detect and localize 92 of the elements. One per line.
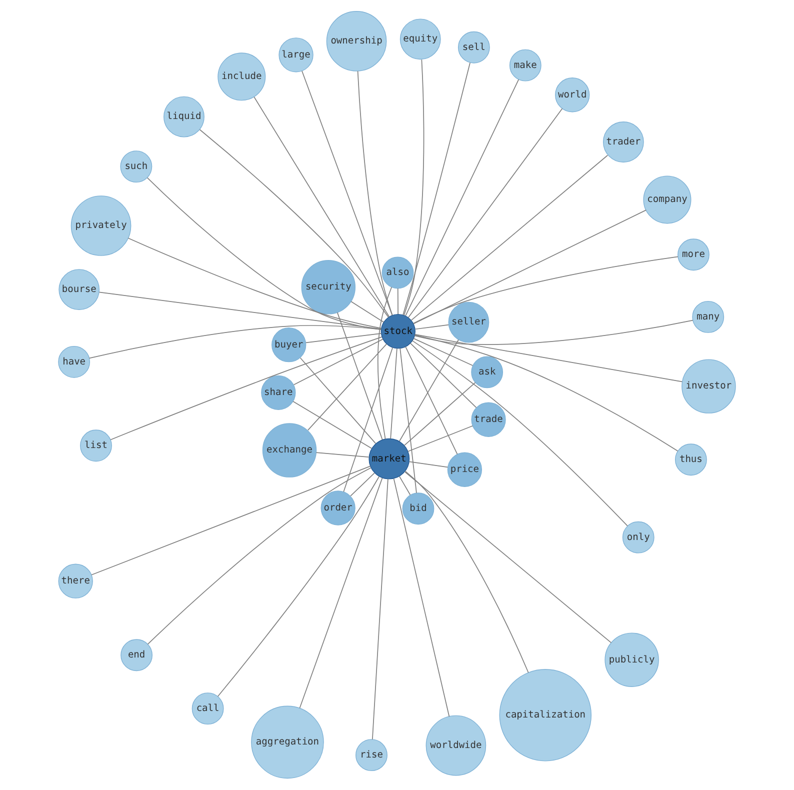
node-circle: market — [368, 438, 410, 480]
node-circle: ask — [471, 356, 504, 388]
node-circle: stock — [380, 314, 416, 349]
node-circle: seller — [448, 302, 490, 343]
node-circle: end — [120, 639, 152, 672]
connector — [414, 324, 449, 330]
connector — [110, 336, 382, 440]
connector — [400, 348, 417, 494]
node-circle: such — [120, 150, 152, 183]
node-circle: security — [301, 260, 356, 314]
connector — [378, 286, 392, 440]
connector — [293, 338, 384, 386]
node-circle: have — [58, 346, 90, 378]
node-circle: investor — [682, 359, 736, 414]
node-circle: equity — [400, 18, 441, 60]
node-circle: many — [692, 301, 724, 333]
node-circle: make — [509, 49, 542, 82]
connector — [305, 332, 382, 344]
node-circle: price — [447, 452, 482, 487]
connector — [336, 312, 383, 440]
connector — [414, 334, 678, 452]
node-circle: world — [555, 78, 590, 112]
connector — [408, 461, 448, 468]
node-circle: only — [622, 521, 654, 554]
node-circle: bid — [402, 492, 434, 525]
node-circle: sell — [458, 31, 490, 64]
node-circle: also — [382, 256, 414, 289]
node-circle: order — [320, 490, 356, 526]
connector — [404, 470, 529, 674]
connector — [393, 478, 450, 718]
node-circle: worldwide — [426, 715, 486, 776]
node-circle: buyer — [272, 328, 306, 362]
node-circle: company — [643, 176, 692, 224]
connector — [372, 478, 388, 740]
connector — [217, 476, 380, 697]
connector — [408, 108, 563, 318]
connector — [146, 177, 382, 330]
connector — [350, 301, 384, 323]
connector — [397, 288, 398, 314]
node-circle: ownership — [326, 11, 387, 72]
connector — [412, 340, 628, 526]
connector — [402, 62, 470, 316]
node-circle: call — [192, 692, 224, 725]
connector — [408, 425, 474, 452]
connector — [414, 320, 694, 345]
node-circle: liquid — [164, 96, 204, 138]
connector — [404, 382, 476, 446]
node-circle: trade — [471, 402, 506, 437]
node-circle: include — [218, 52, 266, 101]
connector — [88, 325, 382, 359]
connector — [199, 129, 389, 318]
connector — [404, 472, 612, 644]
connector — [412, 256, 678, 324]
connector — [405, 346, 458, 455]
connector — [390, 348, 398, 440]
node-circle: publicly — [604, 632, 659, 687]
node-circle: trader — [602, 122, 644, 162]
node-circle: aggregation — [251, 706, 324, 779]
node-circle: rise — [356, 739, 388, 772]
connector — [357, 70, 393, 316]
connector — [300, 357, 376, 444]
connector — [91, 466, 371, 576]
connector — [350, 472, 375, 496]
connector — [412, 210, 646, 324]
connector — [316, 452, 370, 458]
connector — [254, 96, 390, 317]
node-circle: bourse — [58, 269, 100, 310]
connector — [399, 476, 411, 496]
connector — [98, 292, 382, 330]
connector — [307, 344, 387, 431]
node-circle: privately — [70, 196, 132, 256]
connector — [404, 59, 424, 316]
connector — [299, 478, 383, 708]
node-circle: capitalization — [499, 669, 592, 762]
connector — [292, 400, 372, 449]
connector — [413, 338, 474, 366]
connector — [405, 79, 520, 316]
connector — [343, 347, 394, 492]
connector — [128, 238, 382, 329]
connector — [410, 342, 477, 408]
node-circle: large — [278, 38, 314, 72]
connector — [398, 339, 459, 442]
node-circle: thus — [674, 444, 707, 476]
connector — [147, 467, 372, 645]
node-circle: exchange — [262, 423, 317, 478]
node-circle: more — [678, 238, 710, 271]
node-circle: list — [80, 430, 112, 462]
connector — [410, 154, 608, 321]
connector — [302, 70, 393, 316]
node-circle: share — [261, 375, 296, 410]
connector — [414, 334, 682, 382]
node-circle: there — [58, 564, 93, 598]
